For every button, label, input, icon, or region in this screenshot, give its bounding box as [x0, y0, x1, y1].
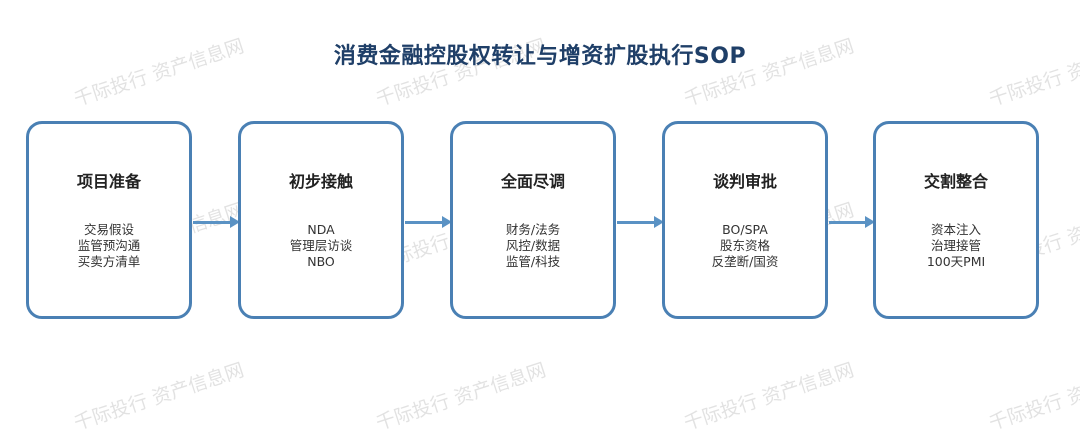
step-item: BO/SPA	[722, 222, 768, 237]
step-item: 交易假设	[83, 222, 134, 237]
step-item: NBO	[307, 254, 335, 269]
step-box-3: 全面尽调 财务/法务 风控/数据 监管/科技	[450, 121, 616, 319]
diagram-title: 消费金融控股权转让与增资扩股执行SOP	[333, 44, 747, 69]
watermark: 千际投行 资产信息网	[71, 359, 247, 435]
step-title: 全面尽调	[500, 172, 565, 191]
step-title: 交割整合	[923, 172, 988, 191]
step-items: 交易假设 监管预沟通 买卖方清单	[29, 222, 189, 270]
step-item: 监管/科技	[505, 254, 561, 269]
step-box-4: 谈判审批 BO/SPA 股东资格 反垄断/国资	[662, 121, 828, 319]
step-item: 100天PMI	[926, 254, 986, 269]
step-item: NDA	[307, 222, 335, 237]
arrow-right-icon	[617, 216, 664, 228]
step-box-5: 交割整合 资本注入 治理接管 100天PMI	[873, 121, 1039, 319]
step-item: 反垄断/国资	[711, 254, 779, 269]
watermark: 千际投行 资产信息网	[986, 359, 1080, 435]
step-item: 股东资格	[719, 238, 770, 253]
step-box-2: 初步接触 NDA 管理层访谈 NBO	[238, 121, 404, 319]
step-item: 管理层访谈	[289, 238, 353, 253]
step-box-1: 项目准备 交易假设 监管预沟通 买卖方清单	[26, 121, 192, 319]
arrow-right-icon	[405, 216, 452, 228]
step-items: 资本注入 治理接管 100天PMI	[876, 222, 1036, 270]
step-item: 治理接管	[930, 238, 981, 253]
step-title: 初步接触	[288, 172, 353, 191]
step-title: 项目准备	[76, 172, 141, 191]
watermark: 千际投行 资产信息网	[681, 359, 857, 435]
step-item: 买卖方清单	[77, 254, 141, 269]
watermark: 千际投行 资产信息网	[373, 359, 549, 435]
step-item: 资本注入	[930, 222, 981, 237]
arrow-right-icon	[829, 216, 875, 228]
step-items: 财务/法务 风控/数据 监管/科技	[453, 222, 613, 270]
step-item: 财务/法务	[505, 222, 561, 237]
step-items: BO/SPA 股东资格 反垄断/国资	[665, 222, 825, 270]
step-item: 监管预沟通	[77, 238, 141, 253]
step-items: NDA 管理层访谈 NBO	[241, 222, 401, 270]
step-title: 谈判审批	[712, 172, 777, 191]
step-item: 风控/数据	[505, 238, 561, 253]
arrow-right-icon	[193, 216, 240, 228]
